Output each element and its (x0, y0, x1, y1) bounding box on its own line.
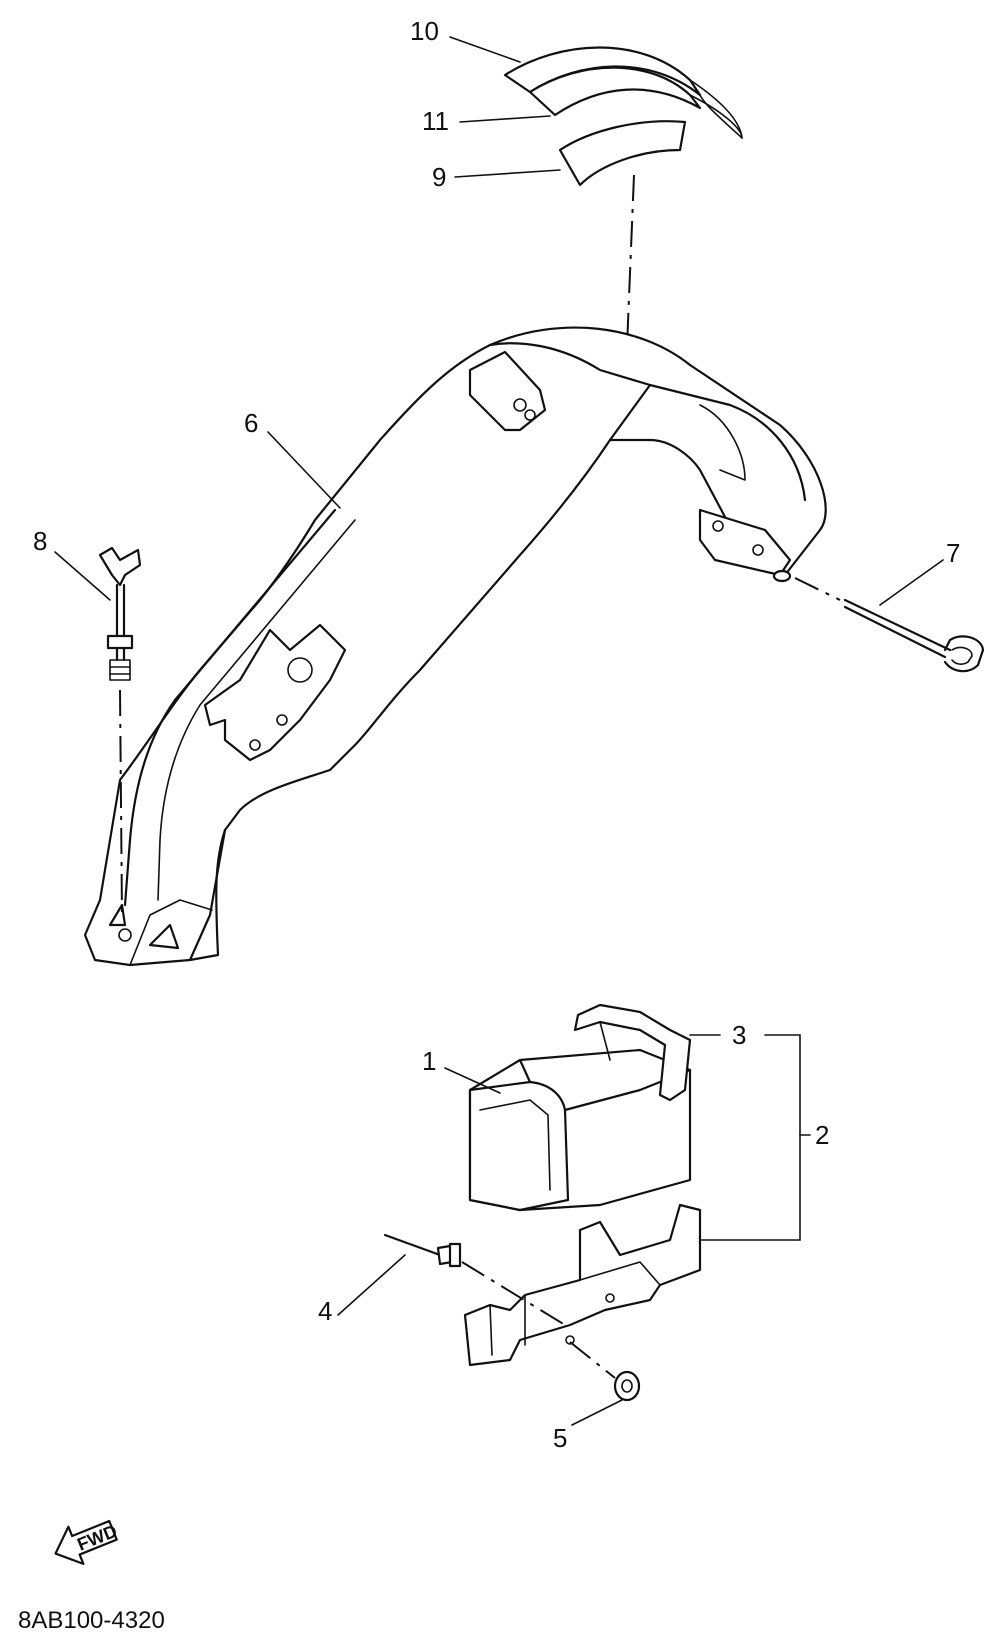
nut-part-5 (569, 1341, 641, 1402)
callout-labels: 10 11 9 6 7 8 1 3 2 4 5 (33, 16, 960, 1453)
callout-7: 7 (946, 538, 960, 568)
pad-part-9 (558, 120, 687, 187)
pad-part-11 (528, 66, 743, 139)
callout-2: 2 (815, 1120, 829, 1150)
diagram-code: 8AB100-4320 (18, 1607, 165, 1634)
wing-bolt-part-8 (98, 546, 142, 916)
battery-strap-part-3 (573, 1003, 692, 1102)
leader-lines (54, 36, 944, 1426)
callout-8: 8 (33, 526, 47, 556)
callout-11: 11 (422, 106, 449, 136)
callout-4: 4 (318, 1296, 332, 1326)
callout-1: 1 (422, 1046, 436, 1076)
rear-fender-part-6 (83, 326, 827, 967)
battery-part-1 (468, 1048, 692, 1212)
callout-6: 6 (244, 408, 258, 438)
callout-9: 9 (432, 162, 446, 192)
pin-part-7 (794, 577, 985, 673)
forward-arrow-icon: FWD (54, 1519, 120, 1565)
rivet-part-4 (383, 1233, 566, 1326)
callout-10: 10 (410, 16, 439, 46)
callout-5: 5 (553, 1423, 567, 1453)
battery-bracket-part-2 (463, 1203, 702, 1367)
callout-3: 3 (732, 1020, 746, 1050)
